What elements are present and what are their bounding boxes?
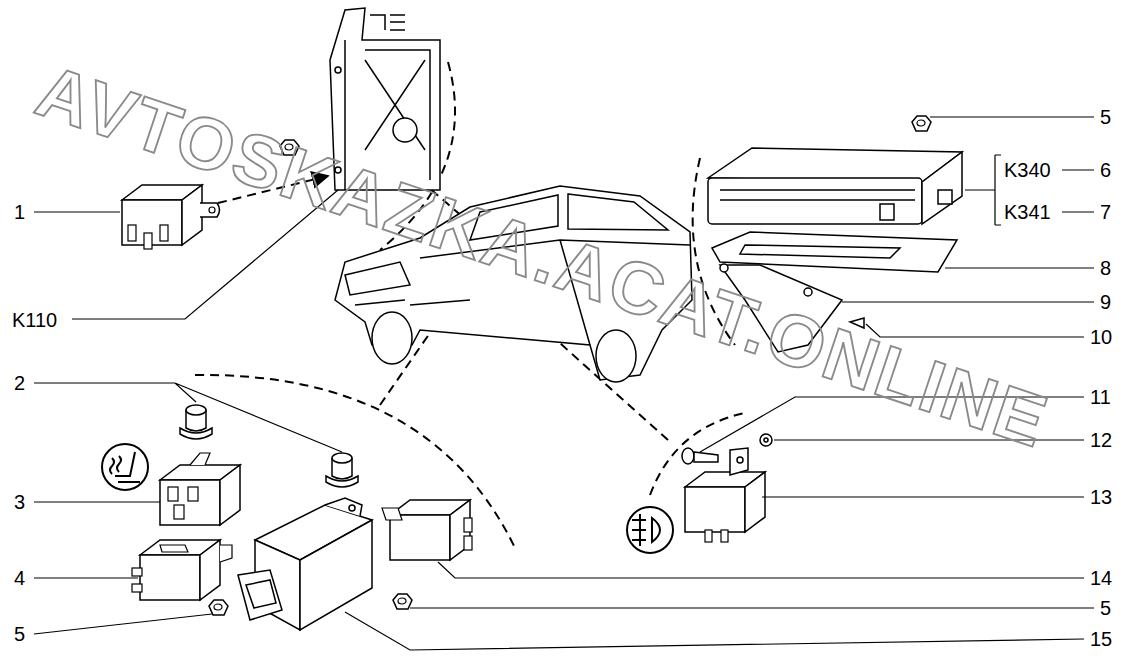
relay-code: K110 — [12, 310, 57, 330]
callout-number: 7 — [1100, 202, 1111, 222]
relay-code: K340 — [1004, 160, 1051, 180]
watermark: AVTOSKAZKA.ACAT.ONLINE — [28, 53, 1056, 459]
callout-number: 8 — [1100, 258, 1111, 278]
callout-number: 14 — [1090, 568, 1112, 588]
callout-number: 12 — [1090, 430, 1112, 450]
relay — [122, 185, 220, 249]
callout-number: 15 — [1090, 629, 1112, 649]
callout-number: 4 — [14, 568, 25, 588]
screw — [682, 434, 772, 475]
callout-number: 2 — [14, 373, 25, 393]
relay — [685, 472, 765, 542]
callout-number: 1 — [14, 202, 25, 222]
nut — [393, 594, 412, 609]
relay — [160, 453, 240, 525]
nut — [209, 600, 228, 615]
seat-heater-icon — [102, 444, 148, 490]
callout-number: 13 — [1090, 487, 1112, 507]
callout-number: 5 — [1100, 107, 1111, 127]
rubber-cap — [326, 453, 358, 487]
relay — [132, 540, 232, 600]
relay — [382, 500, 472, 560]
callout-number: 10 — [1090, 327, 1112, 347]
control-module — [238, 498, 372, 630]
callout-number: 3 — [14, 492, 25, 512]
nut — [912, 116, 931, 131]
callout-number: 11 — [1090, 387, 1111, 407]
relay-code: K341 — [1004, 202, 1051, 222]
callout-number: 5 — [1100, 598, 1111, 618]
callout-number: 9 — [1100, 292, 1111, 312]
callout-number: 6 — [1100, 160, 1111, 180]
fog-light-icon — [627, 507, 673, 553]
rubber-cap — [180, 405, 212, 439]
callout-number: 5 — [14, 624, 25, 644]
